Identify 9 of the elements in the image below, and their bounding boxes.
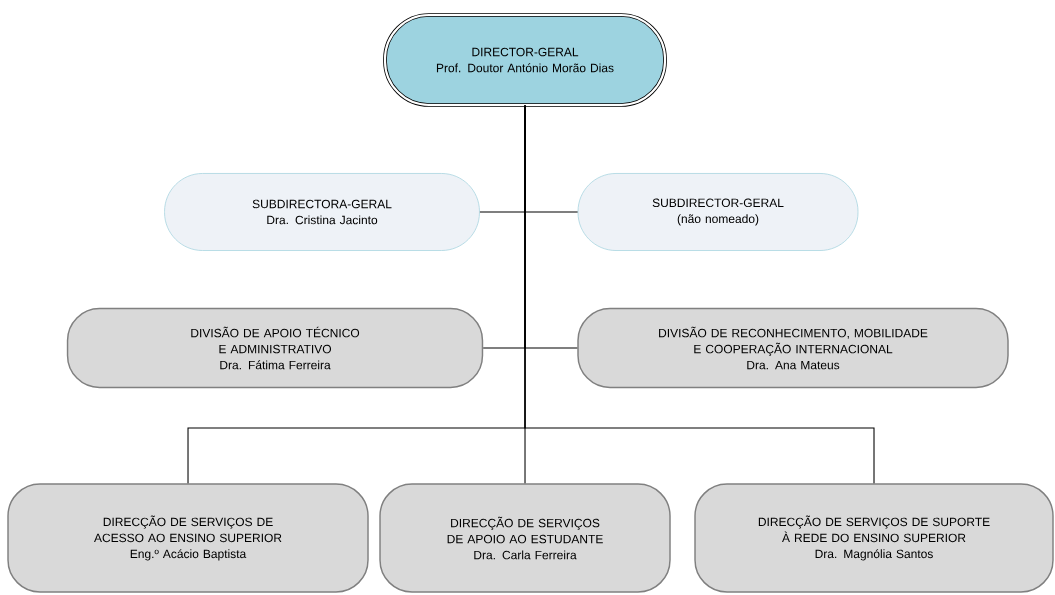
- connector-line: [524, 104, 875, 484]
- position-box: SUBDIRECTORA-GERAL Dra. Cristina Jacinto: [164, 173, 480, 251]
- directorate-box: DIRECÇÃO DE SERVIÇOS DE APOIO AO ESTUDANTE Dra. Carla Ferreira: [379, 483, 671, 593]
- director-box: DIRECTOR-GERAL Prof. Doutor António Morão Dias: [383, 13, 667, 107]
- division-box: DIVISÃO DE APOIO TÉCNICO E ADMINISTRATIVO Dra. Fátima Ferreira: [66, 307, 484, 389]
- directorate-box: DIRECÇÃO DE SERVIÇOS DE ACESSO AO ENSINO SUPERIOR Eng.º Acácio Baptista: [7, 483, 369, 593]
- position-box: SUBDIRECTOR-GERAL (não nomeado): [577, 173, 859, 251]
- division-box: DIVISÃO DE RECONHECIMENTO, MOBILIDADE E COOPERAÇÃO INTERNACIONAL Dra. Ana Mateus: [577, 307, 1009, 389]
- directorate-box: DIRECÇÃO DE SERVIÇOS DE SUPORTE À REDE DO ENSINO SUPERIOR Dra. Magnólia Santos: [694, 483, 1054, 593]
